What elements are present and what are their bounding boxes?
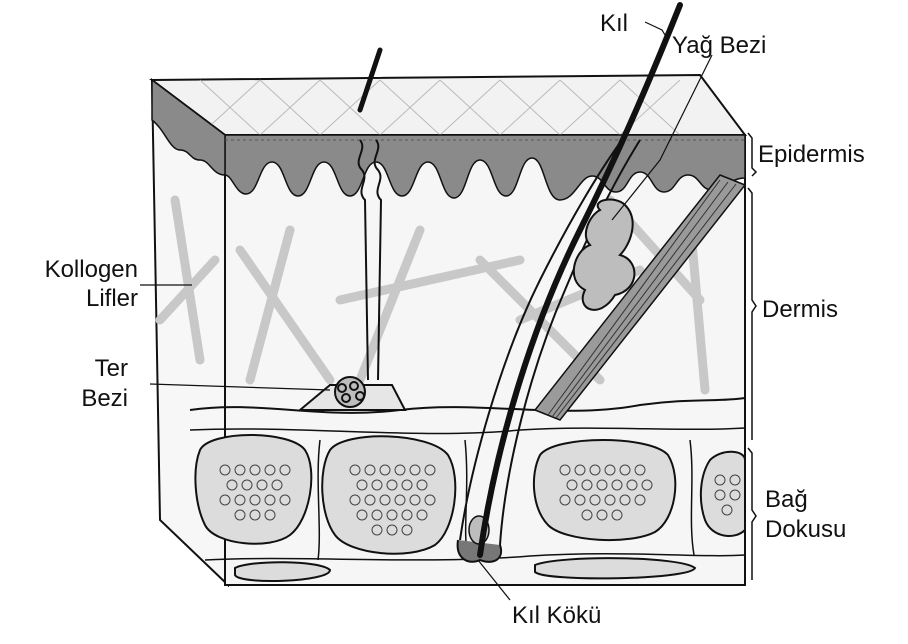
label-connective-tissue-line1: Bağ bbox=[765, 486, 808, 514]
label-connective-tissue-line2: Dokusu bbox=[765, 516, 846, 544]
label-collagen-line2: Lifler bbox=[86, 285, 138, 313]
label-dermis: Dermis bbox=[762, 296, 838, 324]
label-hair: Kıl bbox=[600, 10, 628, 38]
label-sweat-gland-line2: Bezi bbox=[81, 385, 128, 413]
label-sebaceous-gland: Yağ Bezi bbox=[672, 32, 766, 60]
label-hair-root: Kıl Kökü bbox=[512, 602, 601, 630]
label-sweat-gland-line1: Ter bbox=[95, 355, 128, 383]
label-collagen-line1: Kollogen bbox=[45, 256, 138, 284]
label-epidermis: Epidermis bbox=[758, 141, 865, 169]
layer-brackets bbox=[748, 133, 756, 580]
skin-surface bbox=[152, 75, 745, 135]
